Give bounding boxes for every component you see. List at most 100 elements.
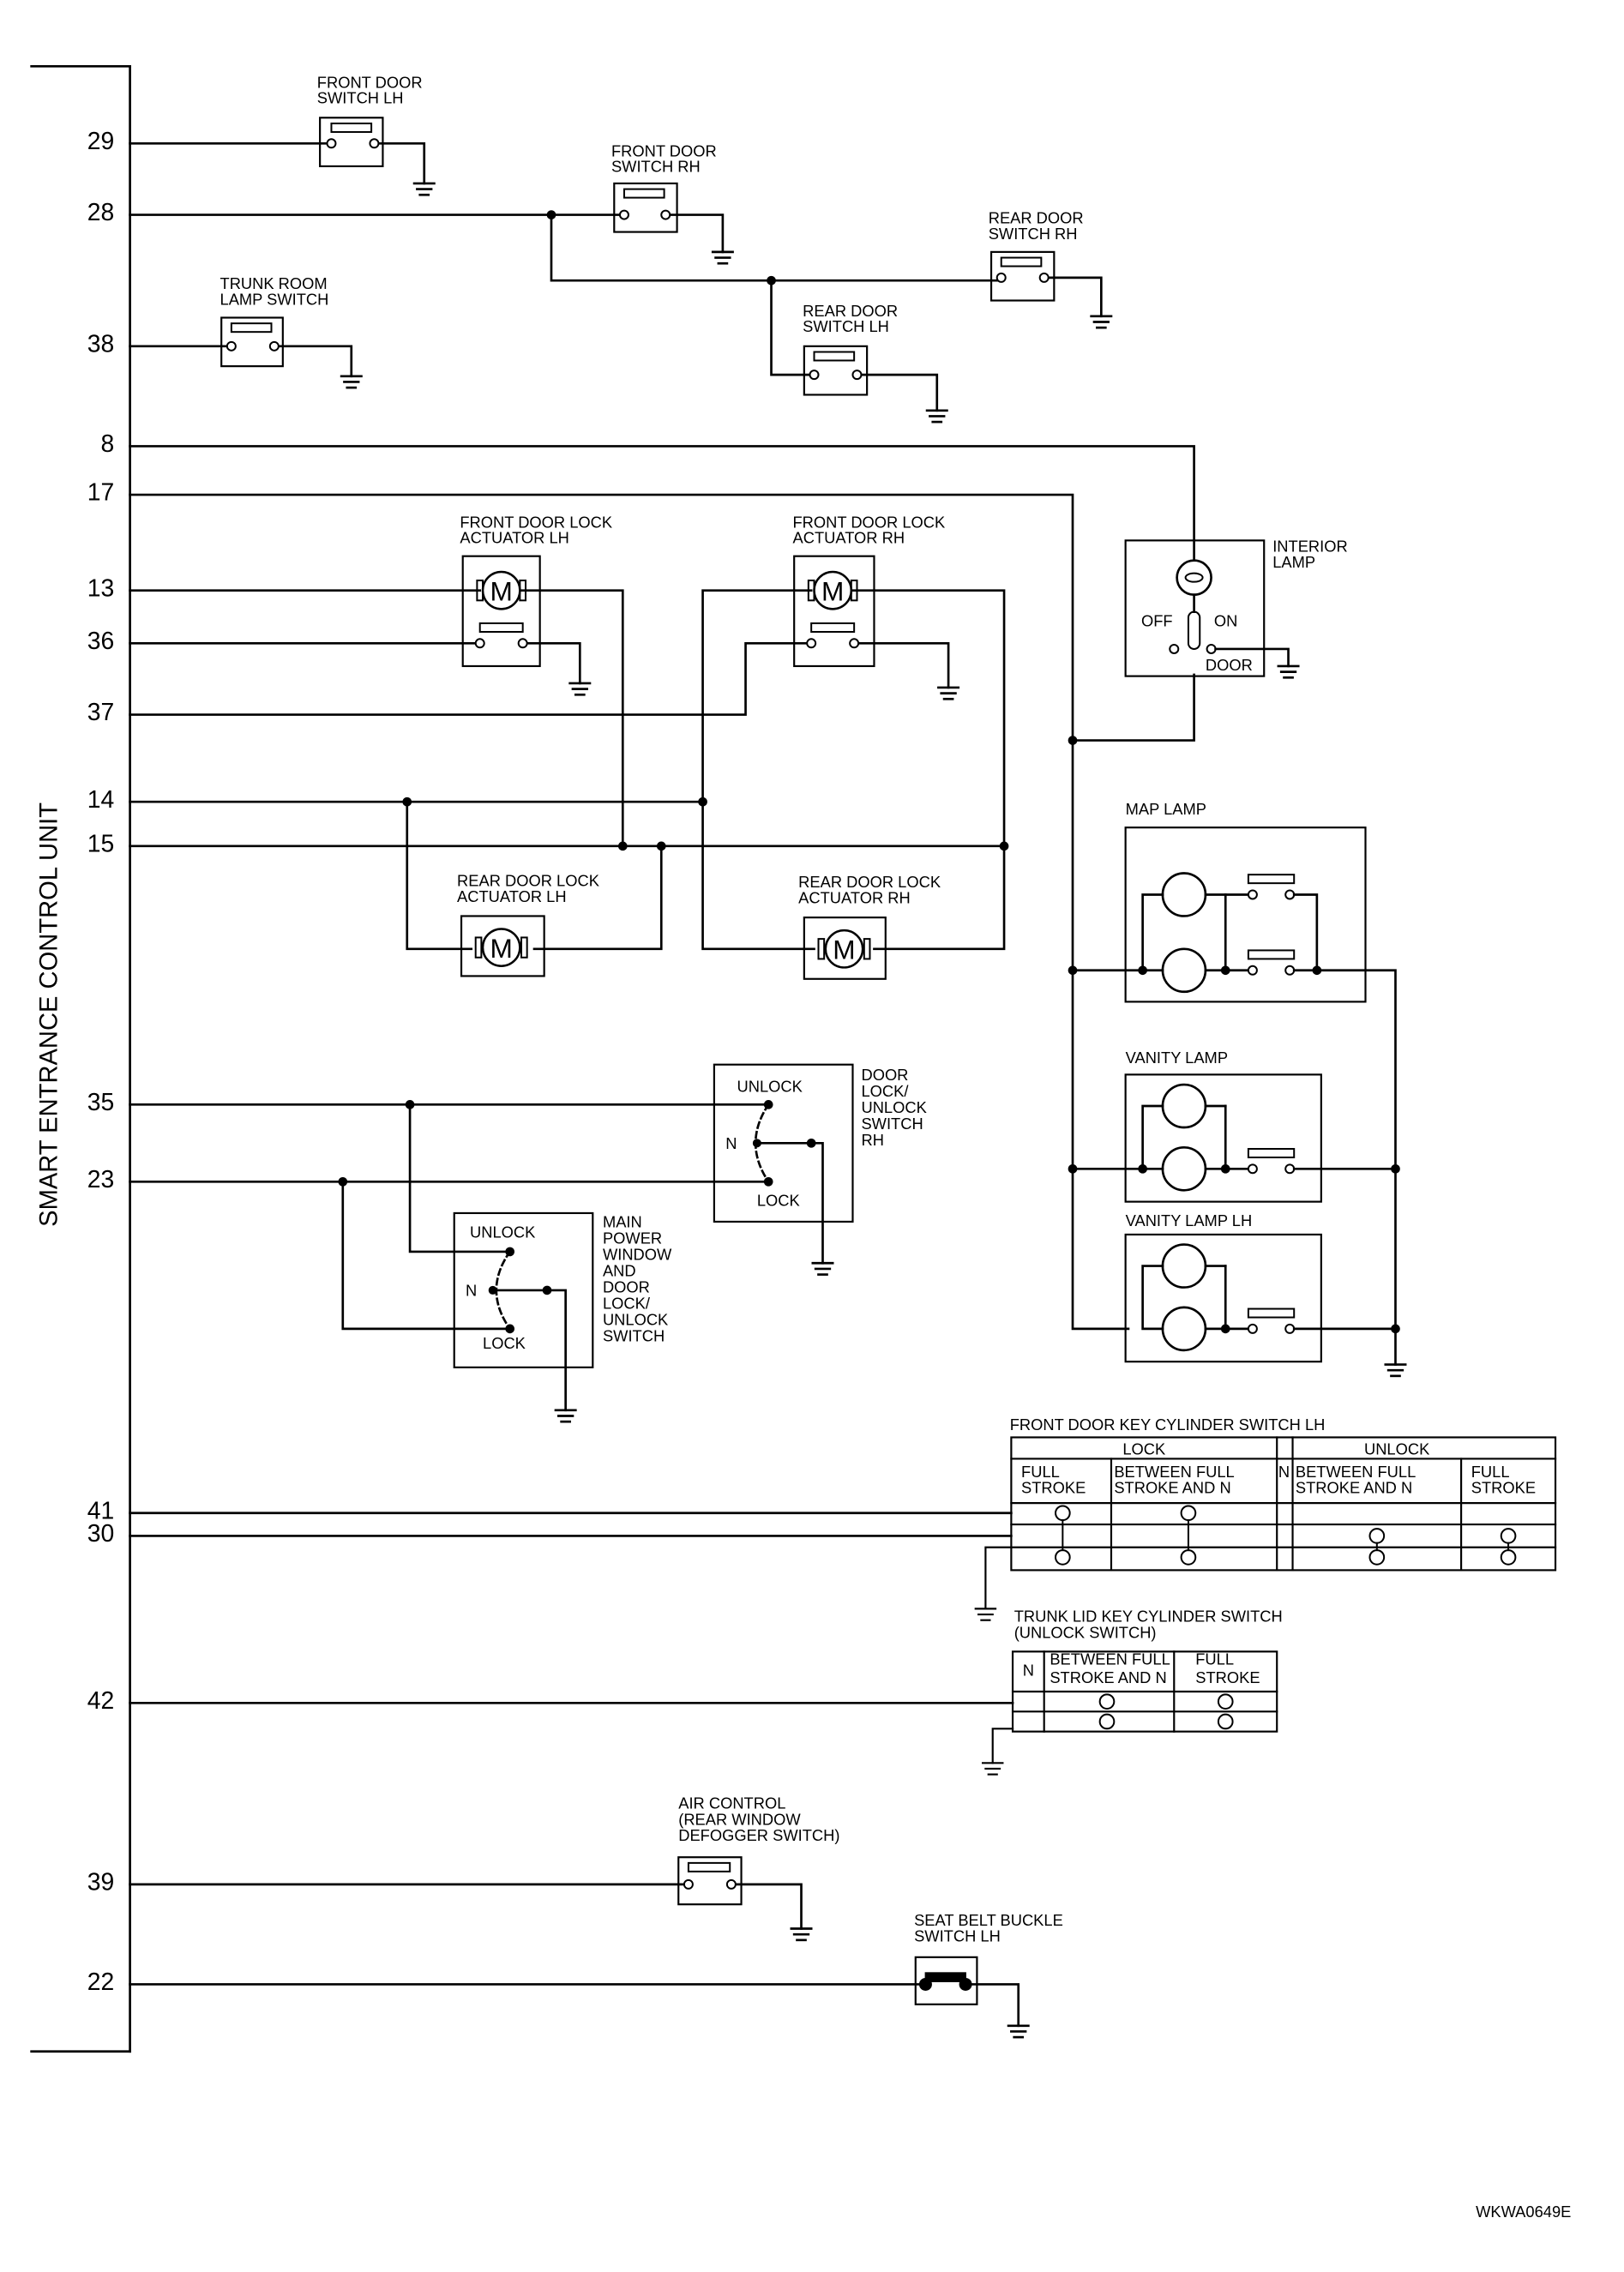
interior-lamp-door-label: DOOR xyxy=(1206,656,1253,674)
junction-dots xyxy=(338,210,1400,1991)
wire-pin-39 xyxy=(129,1883,803,1930)
front-key-n: N xyxy=(1278,1463,1290,1481)
front-door-switch-lh-symbol xyxy=(319,117,384,168)
ground-icon xyxy=(568,682,960,700)
trunk-key-table-contacts xyxy=(1098,1693,1234,1730)
pin-23: 23 xyxy=(87,1165,114,1193)
pin-39: 39 xyxy=(87,1868,114,1896)
control-unit-bracket xyxy=(30,64,131,2053)
control-unit-label: SMART ENTRANCE CONTROL UNIT xyxy=(36,802,63,1227)
pin-41: 41 xyxy=(87,1496,114,1524)
front-door-switch-rh-symbol xyxy=(613,182,678,233)
pin-15: 15 xyxy=(87,830,114,857)
front-door-lock-actuator-rh-symbol xyxy=(793,555,875,668)
pin-13: 13 xyxy=(87,574,114,601)
wire-pin-17 xyxy=(129,493,1195,1331)
wire-pin-8 xyxy=(129,445,1195,562)
ground-icon xyxy=(711,250,1113,424)
trunk-key-table-grid xyxy=(981,1650,1278,1776)
pin-numbers: 29 28 38 8 17 13 36 37 14 15 35 23 41 30… xyxy=(87,127,114,1995)
pin-37: 37 xyxy=(87,698,114,725)
main-power-window-switch-unlock: UNLOCK xyxy=(470,1223,536,1241)
wire-pin-37 xyxy=(129,641,950,716)
front-door-lock-actuator-lh-symbol xyxy=(461,555,541,668)
rear-door-switch-rh-symbol xyxy=(989,250,1056,302)
pin-35: 35 xyxy=(87,1088,114,1115)
door-lock-switch-rh-unlock: UNLOCK xyxy=(737,1077,803,1095)
wire-pin-29 xyxy=(129,141,426,185)
vanity-lamp-symbol xyxy=(1124,1073,1322,1203)
lamp-ground-bus xyxy=(1292,969,1407,1378)
trunk-key-n: N xyxy=(1023,1662,1034,1680)
main-power-window-switch-n: N xyxy=(466,1282,477,1300)
wire-pin-15 xyxy=(129,589,1006,951)
air-control-switch-symbol xyxy=(677,1856,813,1942)
pin-8: 8 xyxy=(101,430,115,457)
wire-pin-28 xyxy=(129,213,1103,412)
door-lock-switch-rh-n: N xyxy=(725,1134,737,1152)
map-lamp-label: MAP LAMP xyxy=(1126,800,1206,818)
interior-lamp-on-label: ON xyxy=(1214,611,1237,629)
door-lock-switch-rh-label: DOOR LOCK/ UNLOCK SWITCH RH xyxy=(861,1066,930,1149)
pin-38: 38 xyxy=(87,329,114,357)
front-key-cylinder-title: FRONT DOOR KEY CYLINDER SWITCH LH xyxy=(1010,1415,1326,1434)
rear-door-lock-actuator-lh-symbol xyxy=(460,915,545,977)
vanity-lamp-lh-label: VANITY LAMP LH xyxy=(1126,1211,1253,1229)
wire-pin-14 xyxy=(129,589,815,951)
wire-pin-13 xyxy=(129,589,624,848)
svg-text:M: M xyxy=(833,934,855,965)
door-lock-switch-rh-lock: LOCK xyxy=(757,1192,801,1210)
diagram-code: WKWA0649E xyxy=(1476,2203,1571,2221)
svg-text:M: M xyxy=(490,575,513,606)
pin-30: 30 xyxy=(87,1519,114,1547)
pin-22: 22 xyxy=(87,1968,114,1995)
pin-36: 36 xyxy=(87,627,114,654)
front-key-table-contacts xyxy=(1055,1505,1517,1566)
pin-29: 29 xyxy=(87,127,114,154)
map-lamp-symbol xyxy=(1124,826,1367,1003)
trunk-room-lamp-switch-symbol xyxy=(220,316,284,368)
ground-icon xyxy=(340,375,363,389)
seat-belt-buckle-switch-symbol xyxy=(914,1956,1030,2039)
rear-door-switch-lh-symbol xyxy=(803,345,869,396)
pin-28: 28 xyxy=(87,198,114,225)
door-lock-unlock-switch-rh-symbol xyxy=(713,1063,854,1276)
interior-lamp-symbol xyxy=(1124,539,1300,679)
motor-letters: M M M M xyxy=(490,575,856,965)
pin-42: 42 xyxy=(87,1686,114,1714)
interior-lamp-off-label: OFF xyxy=(1141,611,1173,629)
rear-door-lock-actuator-rh-symbol xyxy=(803,917,887,980)
pin-17: 17 xyxy=(87,478,114,506)
wire-pin-35 xyxy=(129,1103,770,1253)
main-power-window-switch-symbol xyxy=(453,1211,594,1423)
wire-pin-22 xyxy=(129,1983,1020,2028)
pin-14: 14 xyxy=(87,785,114,813)
front-key-lock-header: LOCK xyxy=(1122,1440,1166,1458)
vanity-lamp-lh-symbol xyxy=(1124,1233,1322,1363)
svg-text:M: M xyxy=(821,575,844,606)
front-key-table-grid xyxy=(974,1436,1557,1621)
trunk-key-cylinder-title: TRUNK LID KEY CYLINDER SWITCH(UNLOCK SWI… xyxy=(1014,1607,1283,1641)
svg-text:M: M xyxy=(490,933,513,964)
